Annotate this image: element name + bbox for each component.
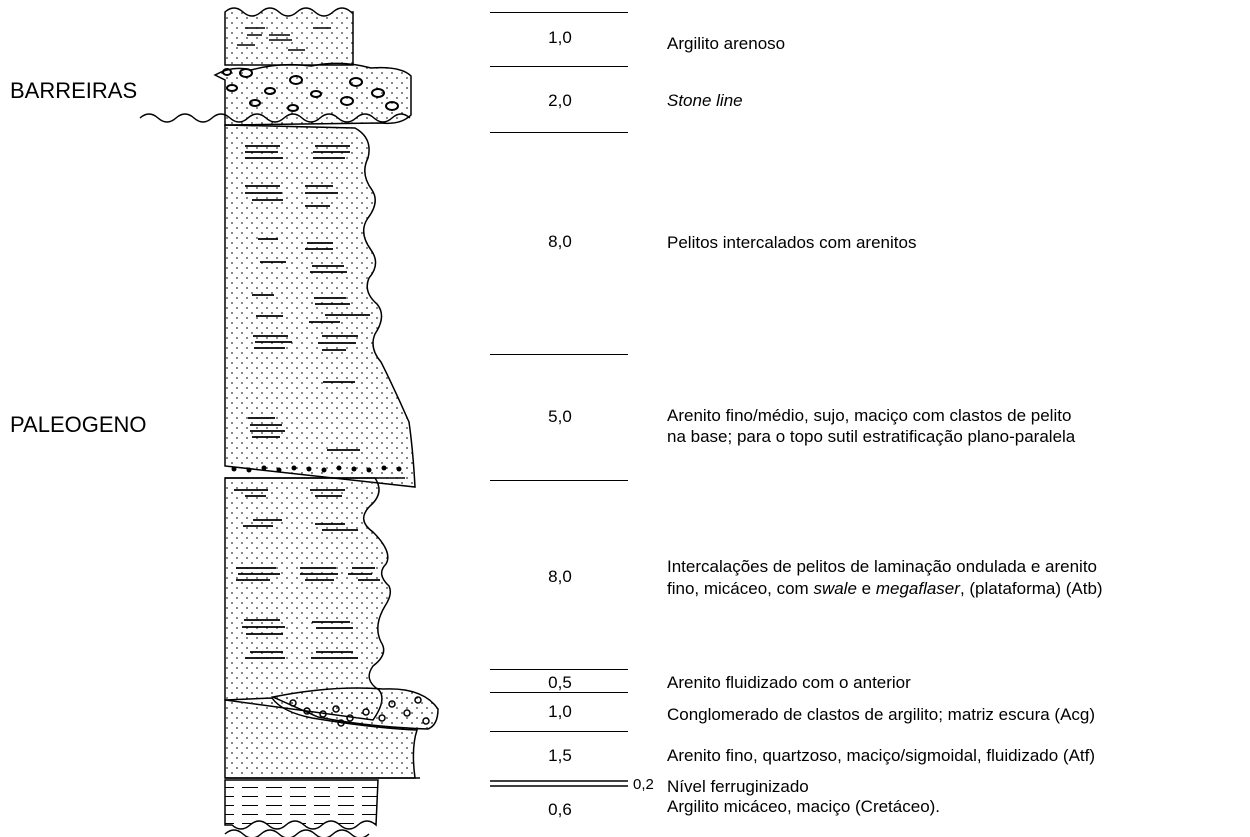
- italic-term: swale: [813, 579, 857, 598]
- thickness-value: 2,0: [548, 91, 572, 110]
- layer-description: Conglomerado de clastos de argilito; mat…: [667, 705, 1096, 724]
- thickness-value: 0,2: [633, 776, 654, 793]
- layer-description: Argilito arenoso: [667, 34, 786, 53]
- boundary-line: [490, 12, 628, 13]
- layer-description: Pelitos intercalados com arenitos: [667, 233, 917, 252]
- layer-arenito-fino: [224, 697, 419, 779]
- boundary-line: [490, 66, 628, 67]
- pelite-clast-line: [231, 465, 402, 473]
- unconformity-line: [139, 113, 411, 123]
- thickness-value: 0,6: [548, 800, 572, 819]
- thickness-value: 1,0: [548, 28, 572, 47]
- boundary-line: [490, 132, 628, 133]
- unit-label-paleogeno: PALEOGENO: [10, 412, 147, 437]
- layer-description-line: fino, micáceo, com swale e megaflaser, (…: [667, 579, 1103, 598]
- layer-description: Stone line: [667, 91, 743, 110]
- base-wavy-line: [224, 829, 370, 837]
- thickness-value: 8,0: [548, 232, 572, 251]
- thickness-value: 0,5: [548, 673, 572, 692]
- layer-intercalacoes: [224, 477, 392, 721]
- layer-description: Arenito fluidizado com o anterior: [667, 673, 911, 692]
- layer-description: Argilito micáceo, maciço (Cretáceo).: [667, 797, 941, 816]
- layer-argilito-arenoso: [224, 7, 354, 66]
- boundary-line: [490, 731, 628, 732]
- layer-paleogeno-sandstone: [224, 124, 416, 488]
- argilito-dashes: [237, 27, 331, 51]
- layer-description-line: na base; para o topo sutil estratificaçã…: [667, 427, 1076, 446]
- layer-cretaceo: [224, 779, 379, 830]
- thickness-value: 5,0: [548, 407, 572, 426]
- conglomerate-clasts: [289, 696, 430, 727]
- layer-conglomerado: [270, 687, 439, 730]
- stone-clasts: [222, 68, 399, 112]
- unit-label-barreiras: BARREIRAS: [10, 78, 138, 103]
- boundary-line: [490, 692, 628, 693]
- rippled-pelite-lines: [234, 489, 380, 659]
- layer-description-line: Arenito fino/médio, sujo, maciço com cla…: [667, 406, 1072, 425]
- layer-description: Arenito fino, quartzoso, maciço/sigmoida…: [667, 746, 1096, 765]
- boundary-line: [490, 480, 628, 481]
- italic-term: megaflaser: [875, 579, 960, 598]
- layer-stone-line: [213, 62, 412, 126]
- thickness-value: 1,5: [548, 746, 572, 765]
- pelite-lenses: [245, 145, 370, 451]
- thickness-value: 8,0: [548, 567, 572, 586]
- thickness-value: 1,0: [548, 702, 572, 721]
- layer-description: Nível ferruginizado: [667, 777, 809, 796]
- boundary-line: [490, 354, 628, 355]
- boundary-line: [490, 669, 628, 670]
- layer-description-line: Intercalações de pelitos de laminação on…: [667, 557, 1098, 576]
